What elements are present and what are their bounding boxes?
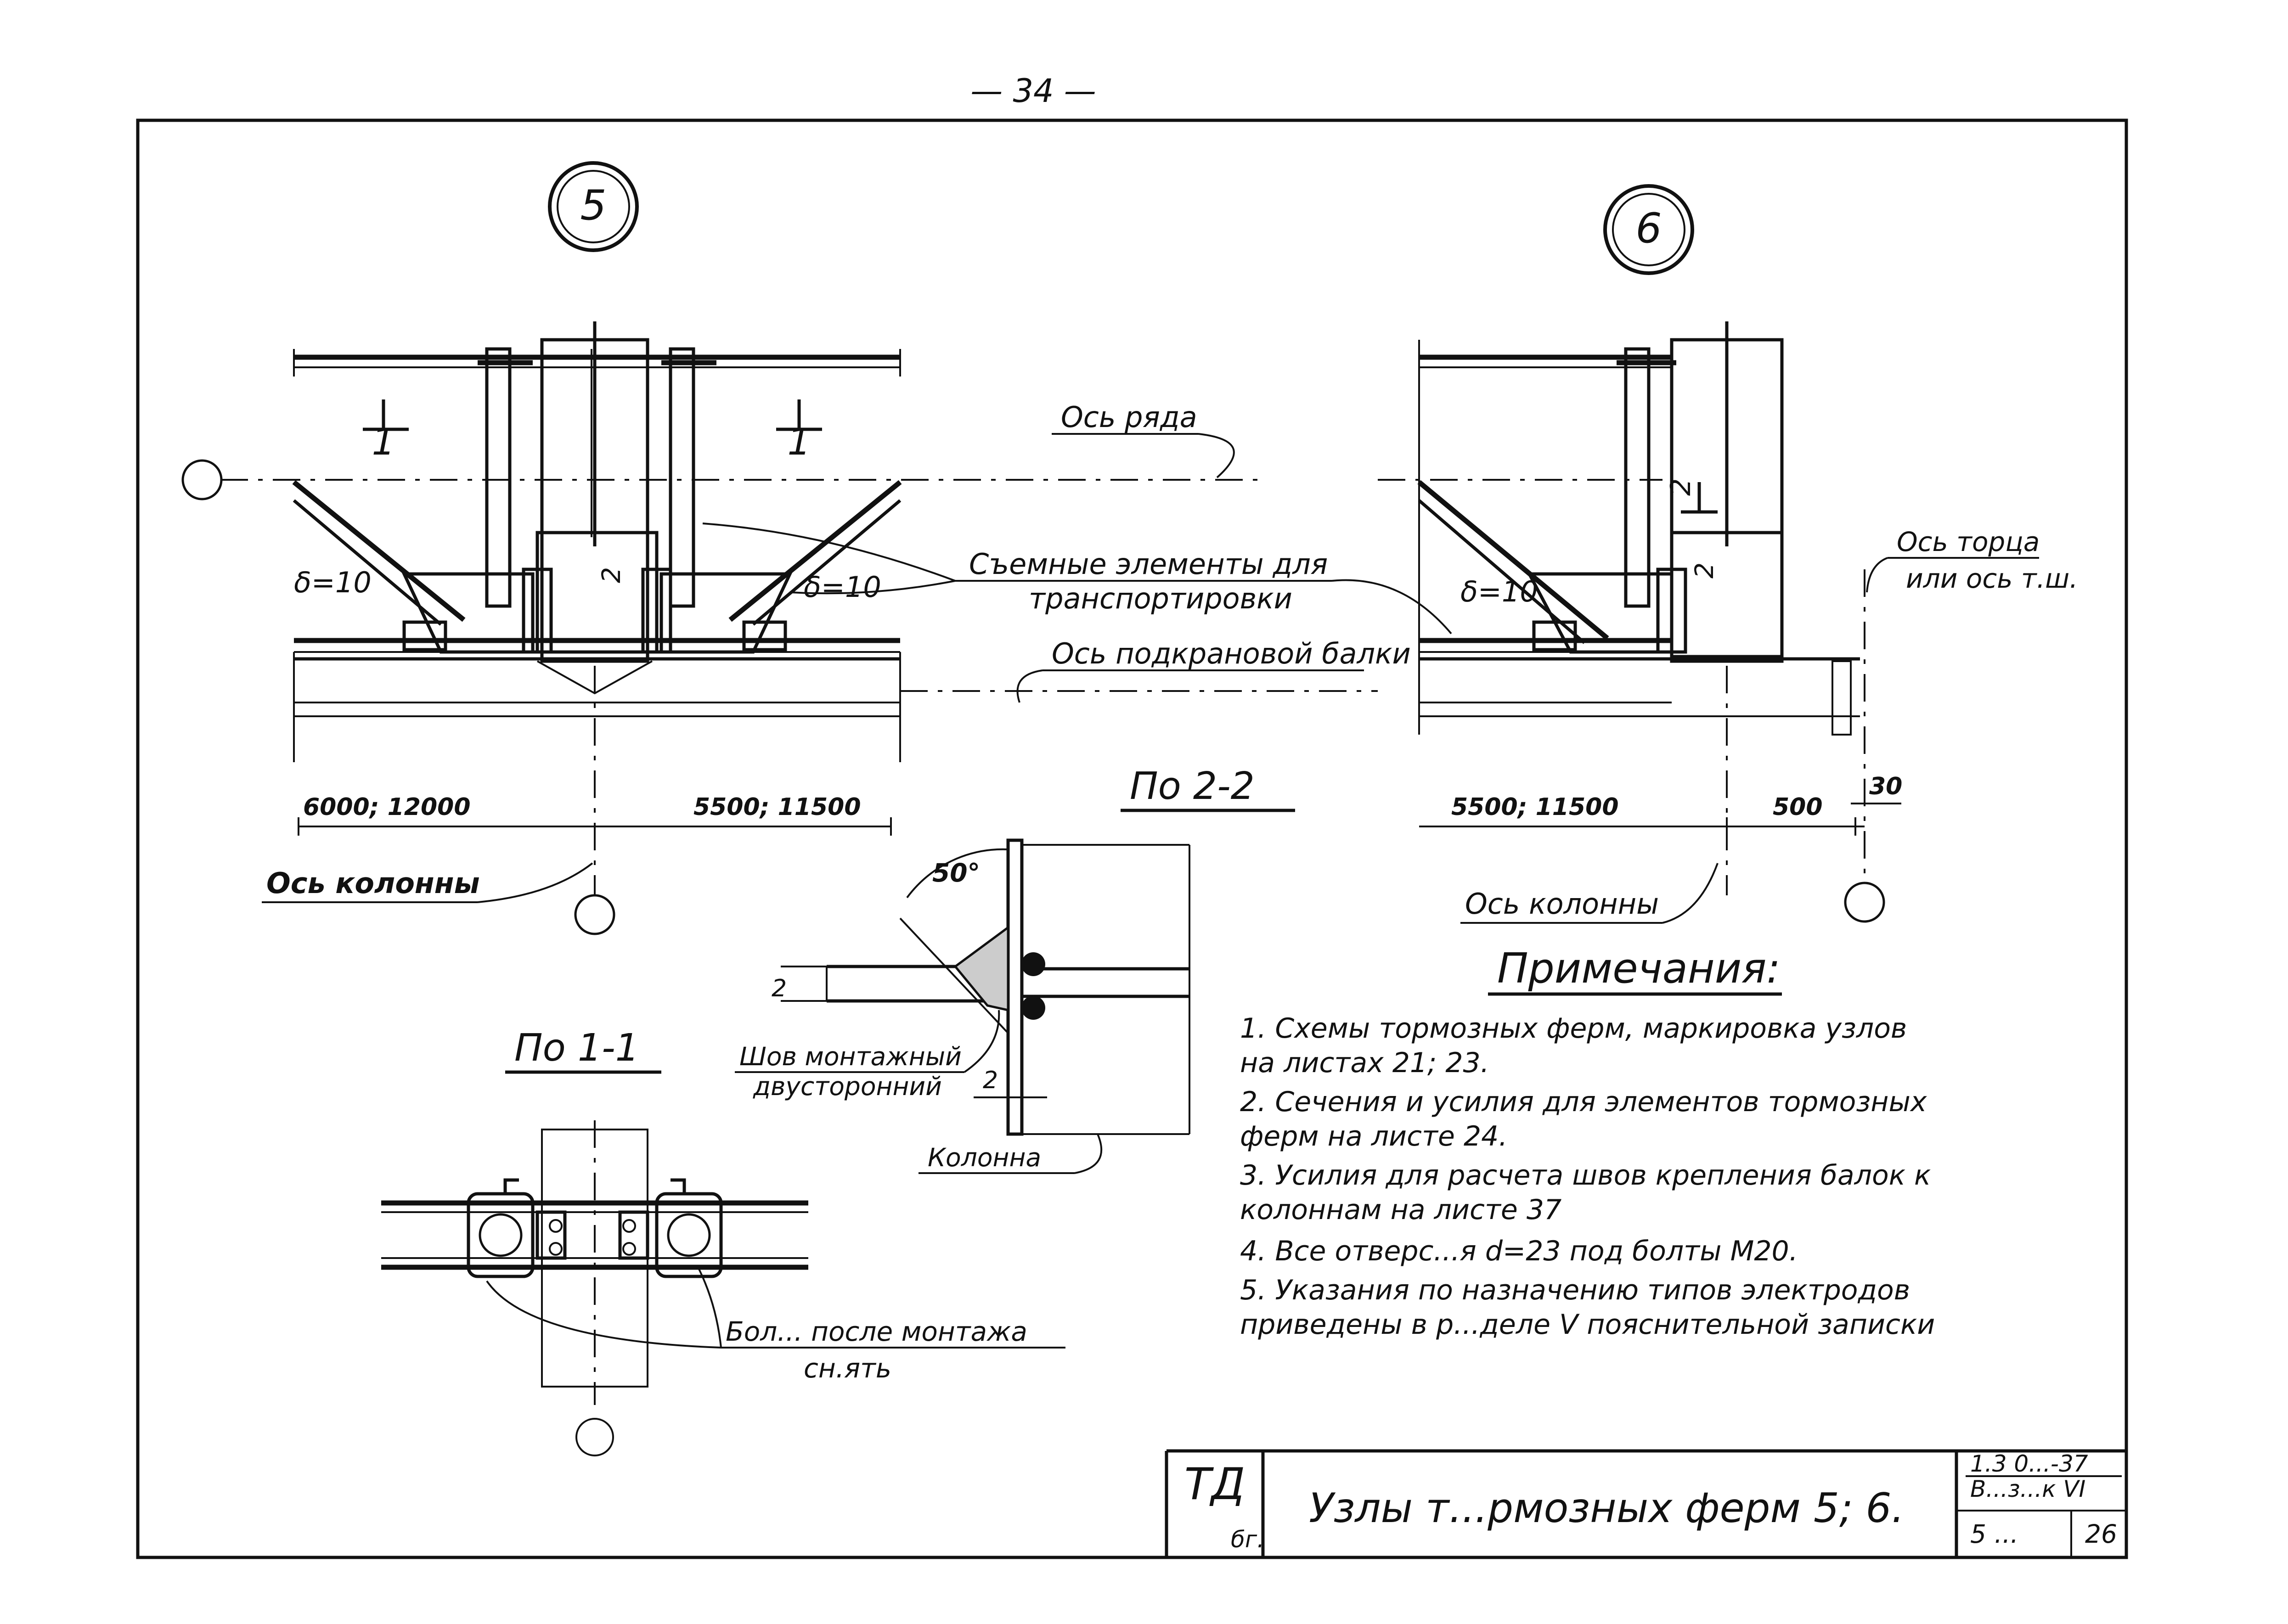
note-line-5: 3. Усилия для расчета швов крепления бал… [1240, 1159, 1931, 1191]
weld-label-line2: двусторонний [753, 1072, 942, 1101]
sheet-title: Узлы т...рмозных ферм 5; 6. [1309, 1484, 1904, 1532]
row-axis-label: Ось ряда [1061, 400, 1197, 434]
section-mark-1-left: 1 [372, 421, 395, 463]
section-2-2-title: По 2-2 [1130, 764, 1255, 808]
note-line-9: приведены в р...деле V пояснительной зап… [1240, 1309, 1935, 1341]
stamp-sub: бг. [1231, 1526, 1264, 1553]
note-line-7: 4. Все отверс...я d=23 под болты М20. [1240, 1235, 1798, 1267]
node-6-bubble [1603, 184, 1694, 275]
node-5-delta-left: δ=10 [294, 566, 372, 599]
doc-code-line2: В...з...к VI [1970, 1476, 2085, 1502]
column-axis-label-right: Ось колонны [1465, 887, 1659, 921]
title-block: ТД бг. Узлы т...рмозных ферм 5; 6. 1.3 0… [1165, 1449, 2126, 1557]
bolts-label-line1: Бол... после монтажа [726, 1316, 1027, 1347]
node-5-label: 5 [580, 181, 606, 230]
node-5-bubble [548, 161, 639, 252]
note-line-4: ферм на листе 24. [1240, 1120, 1507, 1152]
section-mark-1-right: 1 [788, 421, 811, 463]
row-axis-bubble [181, 459, 223, 500]
section-2-2-angle: 50° [932, 858, 980, 888]
node-5-delta-right: δ=10 [804, 570, 881, 604]
node-5-dim-right: 5500; 11500 [693, 793, 861, 821]
notes-title: Примечания: [1497, 944, 1781, 993]
note-line-1: 1. Схемы тормозных ферм, маркировка узло… [1240, 1012, 1907, 1045]
drawing-frame [136, 118, 2128, 1559]
node-6-label: 6 [1635, 204, 1662, 253]
column-axis-bubble-5 [574, 894, 615, 935]
note-line-3: 2. Сечения и усилия для элементов тормоз… [1240, 1086, 1927, 1118]
stamp-main: ТД [1184, 1459, 1245, 1510]
node-6-dim-30: 30 [1869, 773, 1902, 800]
bolts-label-line2: сн.ять [804, 1353, 891, 1384]
doc-code-line1: 1.3 0...-37 [1970, 1450, 2088, 1477]
note-line-8: 5. Указания по назначению типов электрод… [1240, 1274, 1910, 1306]
end-axis-label-line1: Ось торца [1897, 526, 2040, 557]
node-6-dim-2: 2 [1690, 562, 1719, 579]
column-label: Колонна [928, 1143, 1041, 1172]
column-axis-bubble-1-1 [575, 1418, 614, 1456]
node-6-delta: δ=10 [1460, 575, 1538, 608]
crane-beam-axis-label: Ось подкрановой балки [1052, 637, 1411, 670]
note-line-6: колоннам на листе 37 [1240, 1194, 1561, 1226]
section-mark-2: 2 [1665, 478, 1697, 496]
notes-block: Примечания: 1. Схемы тормозных ферм, мар… [1240, 944, 1935, 1341]
section-1-1-detail: По 1-1 Бол... после монтажа сн.ять [381, 1026, 1065, 1456]
note-line-2: на листах 21; 23. [1240, 1047, 1489, 1079]
column-axis-label-left: Ось колонны [266, 866, 480, 900]
section-2-2-dim-2a: 2 [772, 975, 787, 1002]
node-6-drawing: 6 2 δ=10 2 5500; 11500 500 [1378, 184, 1902, 923]
removable-elements-line1: Съемные элементы для [969, 547, 1328, 581]
sheet-label: 5 ... [1970, 1519, 2018, 1549]
node-5-dim-2: 2 [597, 567, 626, 583]
section-2-2-detail: По 2-2 50° 2 2 Шов монтажный двусторонни… [735, 764, 1295, 1174]
removable-elements-line2: транспортировки [1029, 582, 1292, 615]
weld-label-line1: Шов монтажный [739, 1042, 962, 1071]
node-5-dim-left: 6000; 12000 [303, 793, 471, 821]
node-6-dim-500: 500 [1773, 793, 1823, 821]
section-1-1-title: По 1-1 [514, 1026, 639, 1070]
sheet-number: 26 [2085, 1519, 2117, 1549]
page-number: — 34 — [970, 72, 1096, 110]
end-axis-label-line2: или ось т.ш. [1906, 563, 2078, 594]
node-5-drawing: 5 [181, 161, 1263, 935]
node-6-dim-left: 5500; 11500 [1451, 793, 1619, 821]
section-2-2-dim-2b: 2 [983, 1067, 998, 1094]
end-axis-bubble [1844, 882, 1885, 923]
